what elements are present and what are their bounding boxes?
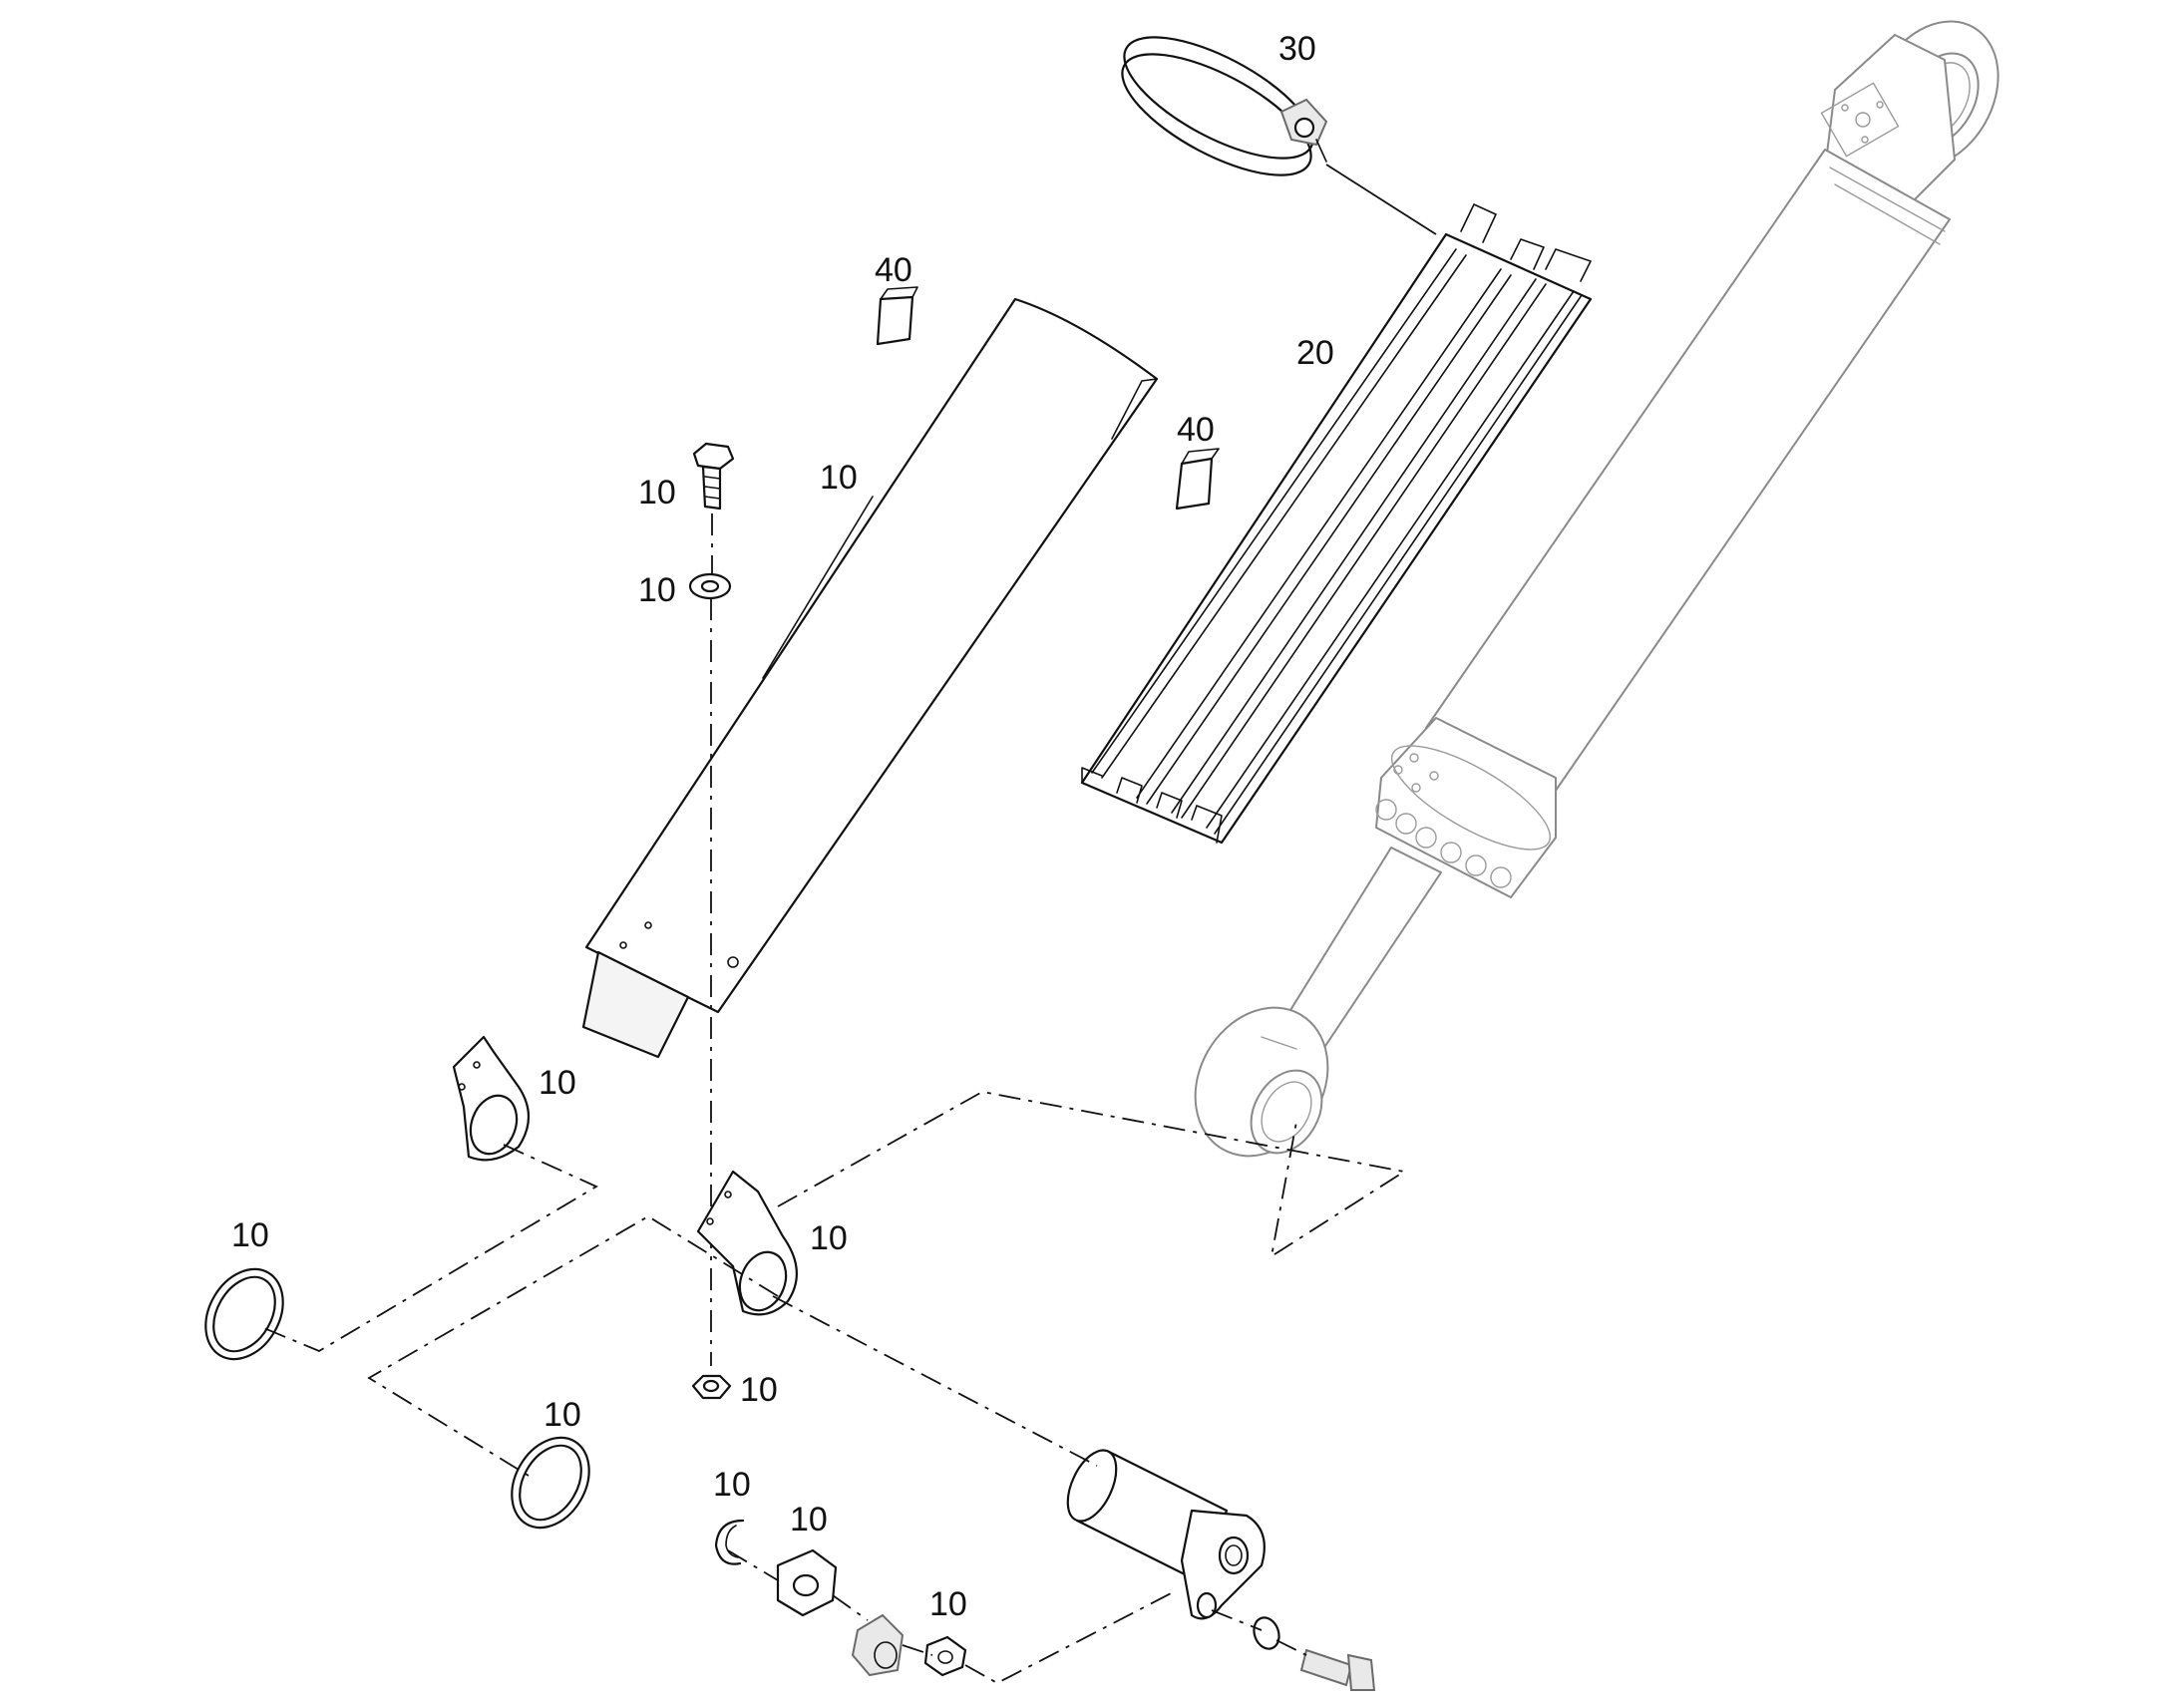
cam-washer [776,1548,838,1617]
washer-bottom-right [1253,1616,1280,1650]
washer-top [688,572,732,600]
wear-pad-upper [876,286,918,346]
bracket-center [696,1170,798,1316]
ring-lower [511,1436,590,1530]
callout-cover-tube: 10 [820,459,858,497]
callout-guide-rails: 20 [1296,334,1334,372]
lock-nut-small [923,1635,967,1677]
callout-wear-pad-lower: 40 [1177,411,1215,449]
bolt-bottom-right [1299,1648,1376,1691]
callouts: 30 20 40 40 10 10 10 10 10 10 10 10 10 1… [231,30,1334,1623]
nut-bottom [691,1374,732,1400]
collar-bolts [1375,753,1512,888]
wear-pad-lower [1175,448,1220,511]
callout-wear-pad-upper: 40 [875,251,912,289]
hose-clamp [1121,36,1328,176]
callout-lock-nut-small: 10 [929,1585,967,1623]
hydraulic-cylinder [1194,20,1999,1158]
callout-bracket-left: 10 [539,1064,576,1102]
cover-tube [581,297,1159,1059]
pivot-pin [1066,1449,1266,1620]
callout-snap-ring: 10 [713,1466,751,1504]
assembly-lines [258,1091,1407,1685]
callout-nut-bottom: 10 [740,1371,778,1409]
callout-ring-lower: 10 [544,1396,581,1434]
callout-cam-washer: 10 [790,1501,828,1538]
spacer-bushing [851,1613,905,1677]
callout-bracket-center: 10 [810,1219,848,1257]
bolt-top [692,442,735,511]
snap-ring [714,1519,745,1565]
callout-clamp: 30 [1278,30,1316,68]
ring-left [204,1267,284,1361]
bracket-left [452,1035,530,1162]
callout-washer-top: 10 [638,571,676,609]
guide-rail-assembly [1080,203,1593,845]
callout-bolt-top: 10 [638,474,676,512]
callout-ring-left: 10 [231,1216,269,1254]
